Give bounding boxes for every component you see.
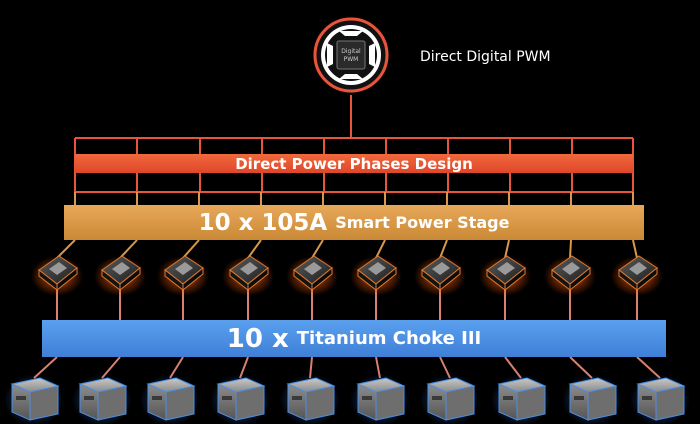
power-stage-row	[31, 255, 663, 296]
titanium-choke	[630, 374, 690, 424]
stage-feed-line	[182, 192, 200, 259]
titanium-choke	[491, 374, 551, 424]
power-stage-chip	[31, 255, 83, 296]
titanium-choke	[562, 374, 622, 424]
power-stage-chip	[350, 255, 402, 296]
stage-feed-line	[569, 192, 572, 259]
pwm-chip-label-line2: PWM	[344, 56, 359, 63]
power-stage-count-label: 10 x 105A	[198, 209, 328, 236]
power-stage-chip	[222, 255, 274, 296]
titanium-choke	[210, 374, 270, 424]
pwm-chip-label-line1: Digital	[341, 48, 361, 55]
stage-feed-line	[504, 192, 510, 259]
power-stage-chip	[286, 255, 338, 296]
choke-row	[4, 374, 690, 424]
titanium-choke-band: 10 x Titanium Choke III	[42, 320, 666, 357]
power-phases-label: Direct Power Phases Design	[235, 154, 473, 173]
stage-feed-line	[375, 192, 386, 259]
stage-feed-line	[247, 192, 262, 259]
stage-feed-line	[311, 192, 324, 259]
titanium-choke	[72, 374, 132, 424]
power-phases-band: Direct Power Phases Design	[75, 154, 633, 173]
smart-power-stage-band: 10 x 105A Smart Power Stage	[64, 205, 644, 240]
power-stage-chip	[157, 255, 209, 296]
power-stage-chip	[611, 255, 663, 296]
titanium-choke	[420, 374, 480, 424]
power-stage-name-label: Smart Power Stage	[335, 213, 510, 232]
stage-feed-line	[439, 192, 448, 259]
stage-feed-line	[119, 192, 138, 259]
titanium-choke	[140, 374, 200, 424]
phase-connection-grid	[56, 95, 638, 259]
power-stage-chip	[94, 255, 146, 296]
stage-feed-line	[632, 192, 638, 259]
titanium-choke	[350, 374, 410, 424]
titanium-choke	[4, 374, 64, 424]
power-stage-chip	[479, 255, 531, 296]
choke-count-label: 10 x	[226, 323, 289, 354]
choke-name-label: Titanium Choke III	[296, 328, 482, 349]
pwm-caption: Direct Digital PWM	[420, 49, 551, 65]
digital-pwm-controller: Digital PWM	[311, 15, 391, 95]
titanium-choke	[280, 374, 340, 424]
stage-feed-line	[56, 192, 76, 259]
power-stage-chip	[544, 255, 596, 296]
power-stage-chip	[414, 255, 466, 296]
